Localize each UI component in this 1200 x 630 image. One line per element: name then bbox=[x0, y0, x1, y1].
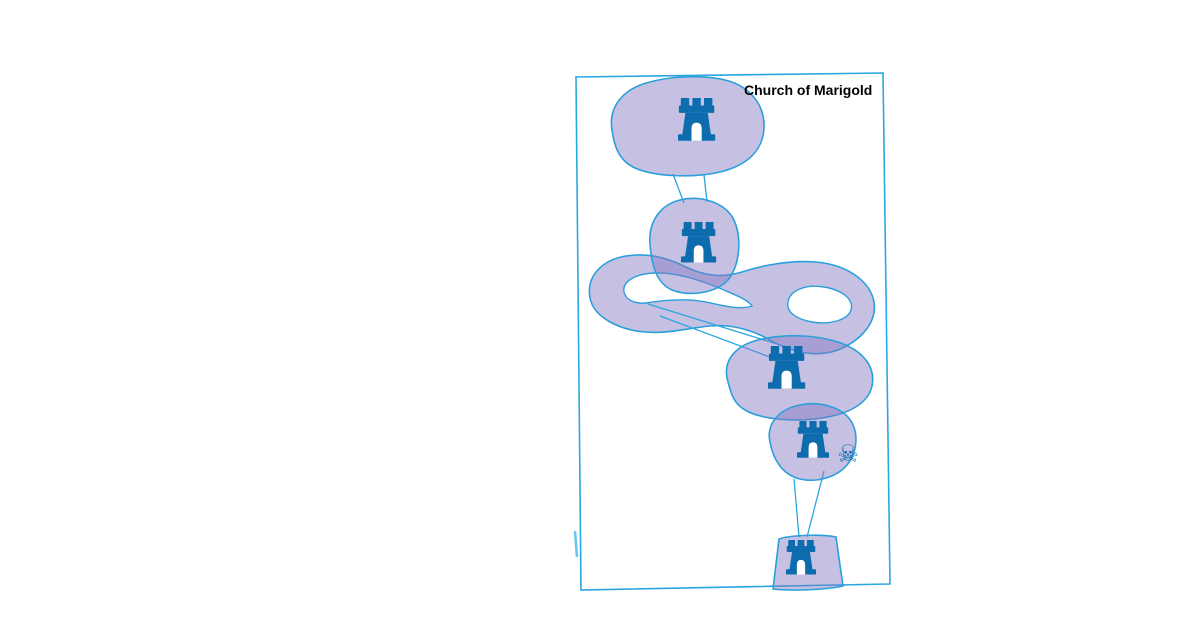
map-boundary bbox=[575, 72, 891, 591]
region-ring-hole-left bbox=[623, 272, 754, 309]
skull-crossbones-icon: ☠ bbox=[837, 440, 859, 468]
region-ring-hole-right bbox=[787, 285, 853, 324]
map-title: Church of Marigold bbox=[744, 82, 873, 98]
corridor-lines bbox=[573, 173, 825, 558]
